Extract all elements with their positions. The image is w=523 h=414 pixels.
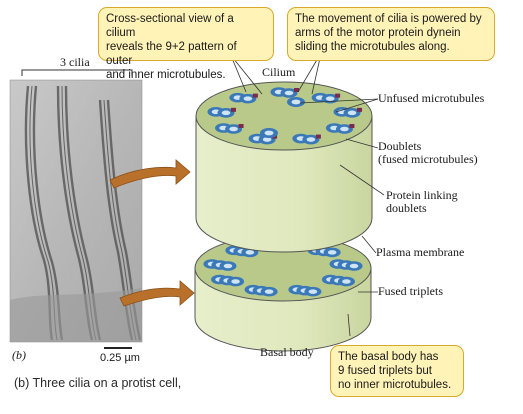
triplet-tubule bbox=[345, 261, 363, 271]
triplet-tubule bbox=[304, 286, 322, 297]
dynein-arm bbox=[349, 124, 355, 128]
dynein-arm bbox=[252, 93, 258, 98]
cilium-cylinder bbox=[195, 81, 373, 253]
fused-triplets-label: Fused triplets bbox=[378, 284, 443, 298]
three-cilia-label: 3 cilia bbox=[60, 55, 90, 69]
doublet-tubule bbox=[225, 124, 243, 134]
scale-bar-label: 0.25 µm bbox=[100, 352, 140, 364]
triplet-tubule bbox=[260, 286, 278, 297]
triplet-tubule bbox=[323, 247, 341, 258]
dynein-arm bbox=[238, 124, 244, 128]
doublet-tubule bbox=[335, 124, 353, 134]
dynein-arm bbox=[315, 134, 321, 139]
dynein-arm bbox=[294, 88, 299, 92]
basal-body-callout: The basal body has 9 fused triplets but … bbox=[330, 345, 464, 397]
doublet-tubule bbox=[217, 108, 235, 118]
doublet-tubule bbox=[302, 134, 320, 145]
doublet-tubule bbox=[239, 93, 257, 104]
cilia-micrograph bbox=[9, 69, 143, 349]
basal-body-label: Basal body bbox=[260, 345, 314, 359]
arrow-to-cilium bbox=[109, 159, 191, 189]
dynein-callout: The movement of cilia is powered by arms… bbox=[287, 7, 495, 61]
doublet-tubule bbox=[280, 88, 298, 98]
dynein-arm bbox=[335, 93, 341, 98]
triplet-tubule bbox=[227, 276, 245, 287]
unfused-microtubules-label: Unfused microtubules bbox=[378, 91, 485, 105]
doublets-label: Doublets (fused microtubules) bbox=[378, 139, 478, 166]
cilium-label: Cilium bbox=[262, 65, 296, 79]
triplet-tubule bbox=[219, 261, 237, 271]
dynein-arm bbox=[230, 107, 236, 112]
basal-body-cylinder bbox=[194, 234, 372, 352]
panel-letter: (b) bbox=[12, 348, 26, 362]
plasma-membrane-label: Plasma membrane bbox=[376, 245, 465, 259]
triplet-tubule bbox=[337, 276, 355, 287]
doublet-tubule bbox=[343, 108, 361, 118]
central-pair-microtubules bbox=[260, 97, 305, 138]
protein-linking-label: Protein linking doublets bbox=[386, 188, 458, 215]
arrow-to-basal-body bbox=[119, 280, 195, 307]
figure-caption: (b) Three cilia on a protist cell, bbox=[14, 376, 182, 390]
dynein-arm bbox=[357, 107, 363, 112]
cross-section-callout: Cross-sectional view of a cilium reveals… bbox=[98, 7, 274, 81]
